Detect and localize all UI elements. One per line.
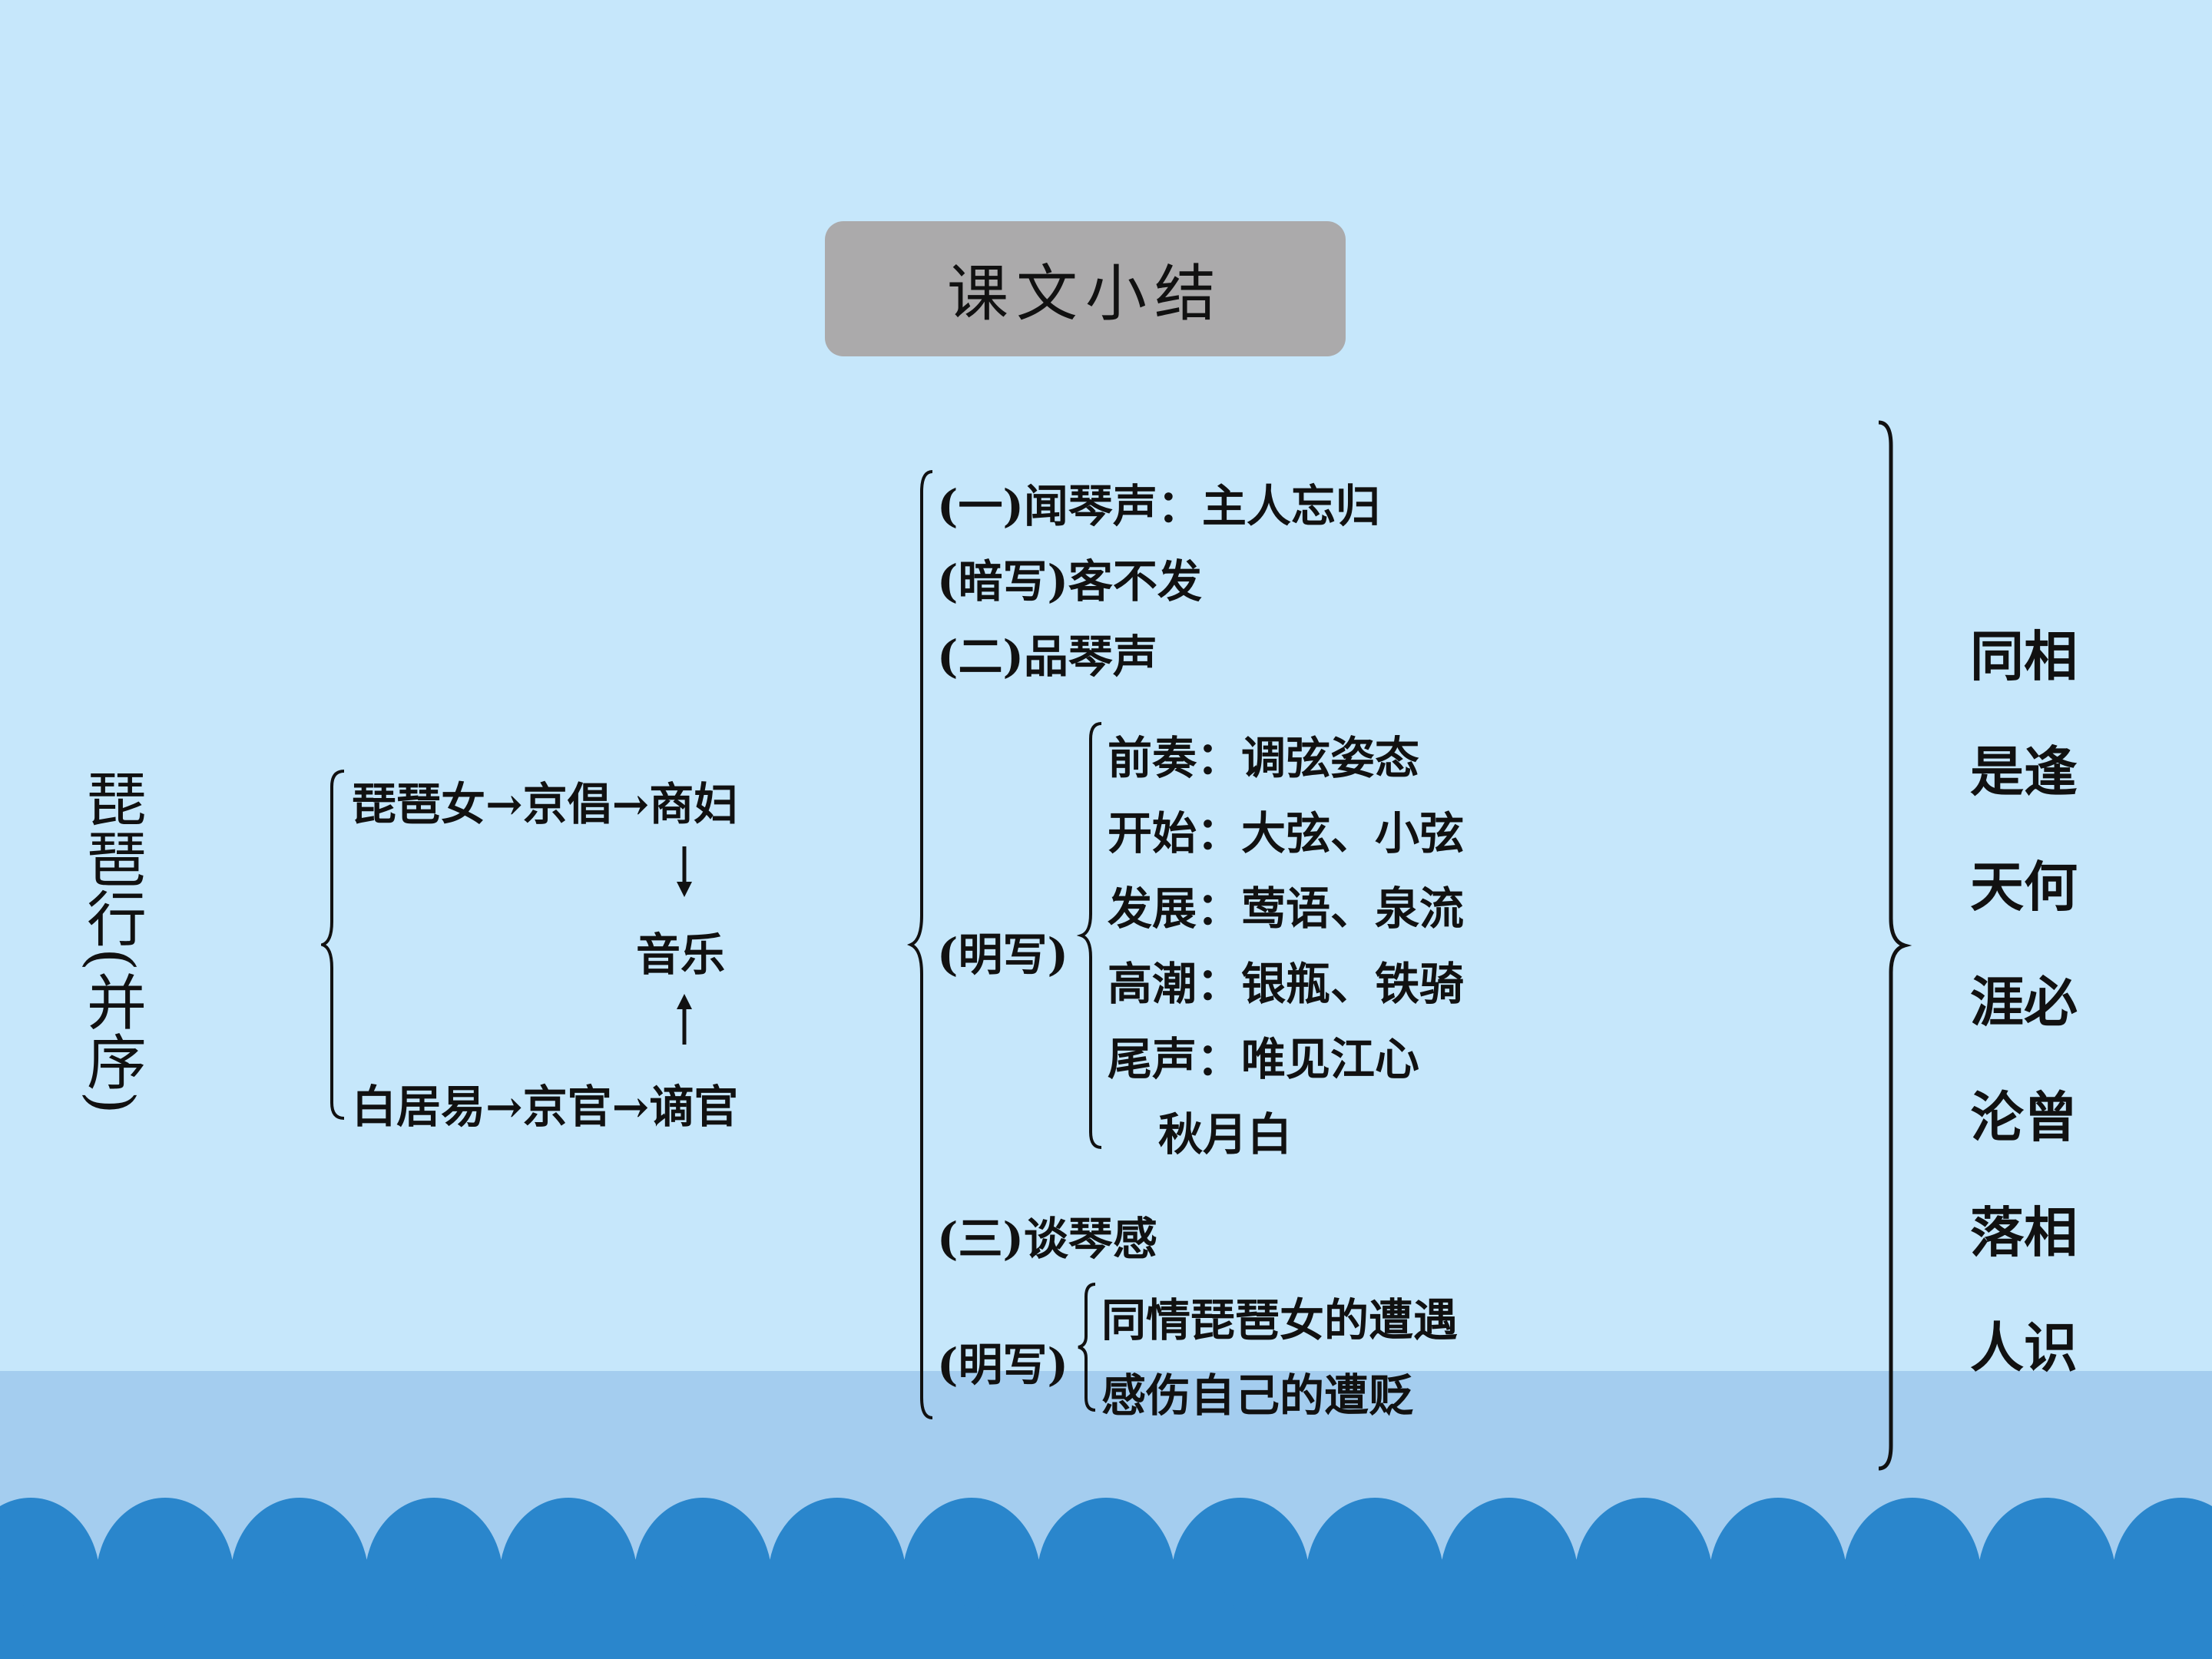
- section3-item-self-pity: 感伤自己的遭贬: [1101, 1369, 1414, 1422]
- conclusion-row: 同相: [1970, 624, 2078, 688]
- section2-item-prelude: 前奏：调弦姿态: [1108, 732, 1420, 784]
- top-chain: 琵琶女→京倡→商妇: [352, 778, 739, 830]
- outline-main-brace: [906, 470, 933, 1419]
- section2-item-ending: 尾声：唯见江心: [1108, 1033, 1420, 1085]
- section2-item-beginning: 开始：大弦、小弦: [1108, 807, 1465, 859]
- section2-item-ending-cont: 秋月白: [1158, 1108, 1293, 1161]
- section1-heading: (一)闻琴声：主人忘归: [937, 480, 1380, 532]
- slide-title: 课文小结: [825, 221, 1346, 356]
- conclusion-row: 涯必: [1970, 970, 2078, 1034]
- left-vertical-title: 琵琶行(并序): [77, 768, 146, 1114]
- middle-music: 音乐: [636, 929, 726, 981]
- conclusion-row: 天何: [1970, 855, 2078, 919]
- right-closing-brace: [1878, 420, 1912, 1471]
- section2-heading: (二)品琴声: [937, 631, 1157, 683]
- section3-heading: (三)谈琴感: [937, 1213, 1157, 1265]
- section2-label: (明写): [937, 929, 1068, 981]
- conclusion-row: 落相: [1970, 1200, 2078, 1264]
- conclusion-row: 是逢: [1970, 740, 2078, 803]
- left-diagram-brace: [321, 770, 345, 1120]
- conclusion-row: 人识: [1970, 1316, 2078, 1379]
- wave-decoration: [0, 1498, 2212, 1659]
- section3-brace: [1078, 1283, 1096, 1412]
- section2-brace: [1077, 722, 1102, 1149]
- section1-sub: (暗写)客不发: [937, 555, 1202, 608]
- wave-base: [0, 1636, 2212, 1659]
- arrow-up: [677, 994, 692, 1045]
- section2-item-climax: 高潮：银瓶、铁骑: [1108, 958, 1465, 1010]
- conclusion-text: 同相 是逢 天何 涯必 沦曾 落相 人识: [1962, 599, 2085, 1406]
- section3-label: (明写): [937, 1339, 1068, 1391]
- section2-item-development: 发展：莺语、泉流: [1108, 882, 1465, 935]
- bottom-chain: 白居易→京官→谪官: [352, 1081, 739, 1133]
- arrow-down: [677, 846, 692, 897]
- section3-item-sympathy: 同情琵琶女的遭遇: [1101, 1294, 1459, 1346]
- wave-row-bottom: [0, 1567, 2212, 1659]
- conclusion-row: 沦曾: [1970, 1085, 2078, 1149]
